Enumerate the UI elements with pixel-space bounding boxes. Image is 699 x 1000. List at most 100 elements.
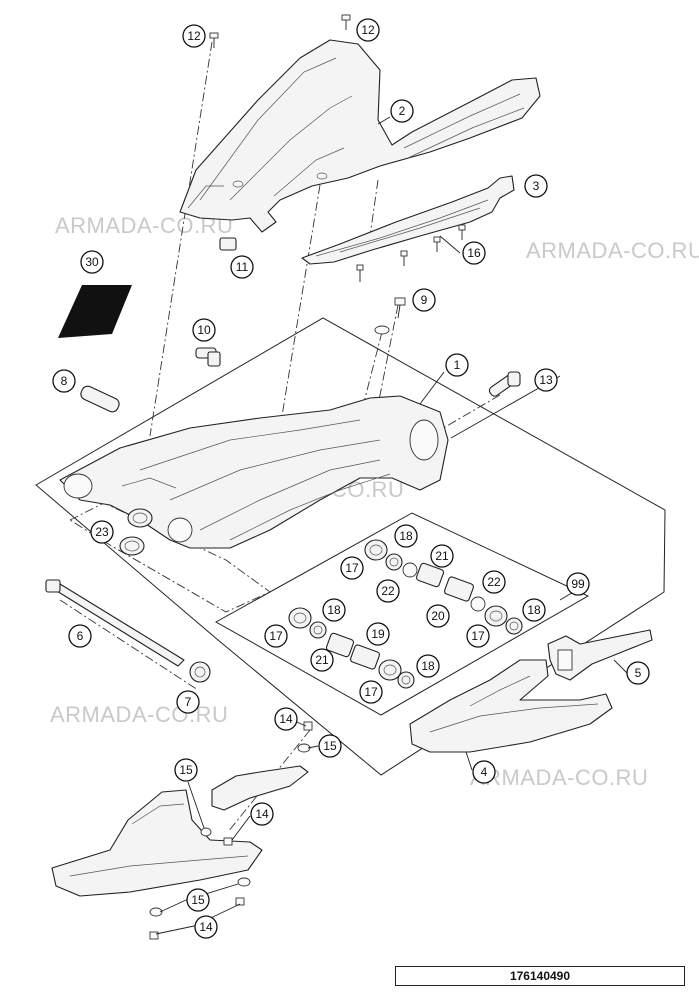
nut-part (219, 237, 237, 251)
svg-text:8: 8 (61, 374, 68, 388)
decal-part (58, 285, 132, 338)
svg-text:18: 18 (527, 603, 541, 617)
screw-16 (400, 250, 408, 266)
callout-4: 4 (472, 760, 496, 784)
callout-14: 14 (250, 802, 274, 826)
callout-13: 13 (534, 368, 558, 392)
svg-text:17: 17 (471, 629, 485, 643)
callout-23: 23 (90, 520, 114, 544)
svg-text:12: 12 (187, 29, 201, 43)
callout-1: 1 (445, 353, 469, 377)
chain-slider-bracket-part (547, 629, 653, 681)
callout-18: 18 (394, 524, 418, 548)
callout-22: 22 (482, 570, 506, 594)
callout-7: 7 (176, 690, 200, 714)
svg-text:5: 5 (635, 666, 642, 680)
bearing-kit-frame (214, 512, 590, 716)
callout-20: 20 (426, 604, 450, 628)
svg-text:15: 15 (179, 763, 193, 777)
svg-text:20: 20 (431, 609, 445, 623)
svg-text:21: 21 (315, 653, 329, 667)
mudguard-part (179, 39, 541, 233)
svg-text:13: 13 (539, 373, 553, 387)
svg-text:18: 18 (421, 659, 435, 673)
seals-part (119, 508, 153, 556)
callout-10: 10 (192, 318, 216, 342)
swingarm-assembly-frame (35, 317, 666, 776)
chain-slider-part (409, 659, 613, 753)
callout-19: 19 (366, 622, 390, 646)
screw-12 (341, 14, 351, 30)
washer-9 (374, 325, 390, 335)
svg-text:11: 11 (236, 260, 249, 274)
callout-21: 21 (430, 544, 454, 568)
callout-3: 3 (524, 174, 548, 198)
svg-text:14: 14 (199, 920, 213, 934)
svg-text:21: 21 (435, 549, 449, 563)
svg-text:18: 18 (399, 529, 413, 543)
svg-text:14: 14 (255, 807, 269, 821)
svg-text:99: 99 (571, 577, 585, 591)
callout-18: 18 (322, 598, 346, 622)
svg-text:22: 22 (381, 584, 395, 598)
callout-6: 6 (68, 624, 92, 648)
callout-14: 14 (274, 707, 298, 731)
svg-text:19: 19 (371, 627, 385, 641)
callout-22: 22 (376, 579, 400, 603)
screw-16 (458, 224, 466, 240)
grease-nipple-part (195, 347, 221, 367)
callout-17: 17 (359, 680, 383, 704)
screw-16 (433, 236, 441, 252)
callout-16: 16 (462, 241, 486, 265)
bearing-kit-parts (288, 539, 523, 689)
callout-18: 18 (416, 654, 440, 678)
screw-9 (394, 297, 406, 319)
swingarm-part (59, 395, 449, 549)
callout-9: 9 (412, 288, 436, 312)
watermark: ARMADA-CO.RU (526, 238, 699, 263)
callout-11: 11 (230, 255, 254, 279)
svg-text:30: 30 (85, 255, 99, 269)
svg-text:17: 17 (345, 561, 359, 575)
svg-text:16: 16 (467, 246, 481, 260)
svg-text:17: 17 (364, 685, 378, 699)
svg-text:1: 1 (454, 358, 461, 372)
callout-30: 30 (80, 250, 104, 274)
callout-12: 12 (182, 24, 206, 48)
callout-18: 18 (522, 598, 546, 622)
callout-15: 15 (318, 734, 342, 758)
callout-15: 15 (174, 758, 198, 782)
axle-nut-part (189, 661, 211, 683)
screw-12 (209, 32, 219, 48)
svg-text:15: 15 (323, 739, 337, 753)
watermark: ARMADA-CO.RU (470, 765, 648, 790)
svg-text:12: 12 (361, 23, 375, 37)
callout-21: 21 (310, 648, 334, 672)
svg-text:22: 22 (487, 575, 501, 589)
svg-text:7: 7 (185, 695, 192, 709)
callout-14: 14 (194, 915, 218, 939)
svg-text:17: 17 (269, 629, 283, 643)
callout-12: 12 (356, 18, 380, 42)
screws (209, 14, 466, 335)
svg-text:15: 15 (191, 893, 205, 907)
svg-text:6: 6 (77, 629, 84, 643)
screw-16 (356, 264, 364, 282)
axle-part (45, 579, 185, 667)
svg-text:9: 9 (421, 293, 428, 307)
callout-15: 15 (186, 888, 210, 912)
lower-chain-slider-part (51, 765, 309, 897)
chain-guard-plate-part (301, 175, 515, 265)
callout-99: 99 (566, 572, 590, 596)
svg-text:4: 4 (481, 765, 488, 779)
callout-8: 8 (52, 369, 76, 393)
bushing-part (80, 385, 120, 413)
callout-17: 17 (340, 556, 364, 580)
callout-5: 5 (626, 661, 650, 685)
svg-text:10: 10 (197, 323, 211, 337)
svg-text:3: 3 (533, 179, 540, 193)
svg-text:18: 18 (327, 603, 341, 617)
watermark: ARMADA-CO.RU (50, 702, 228, 727)
small-fasteners (149, 721, 313, 940)
